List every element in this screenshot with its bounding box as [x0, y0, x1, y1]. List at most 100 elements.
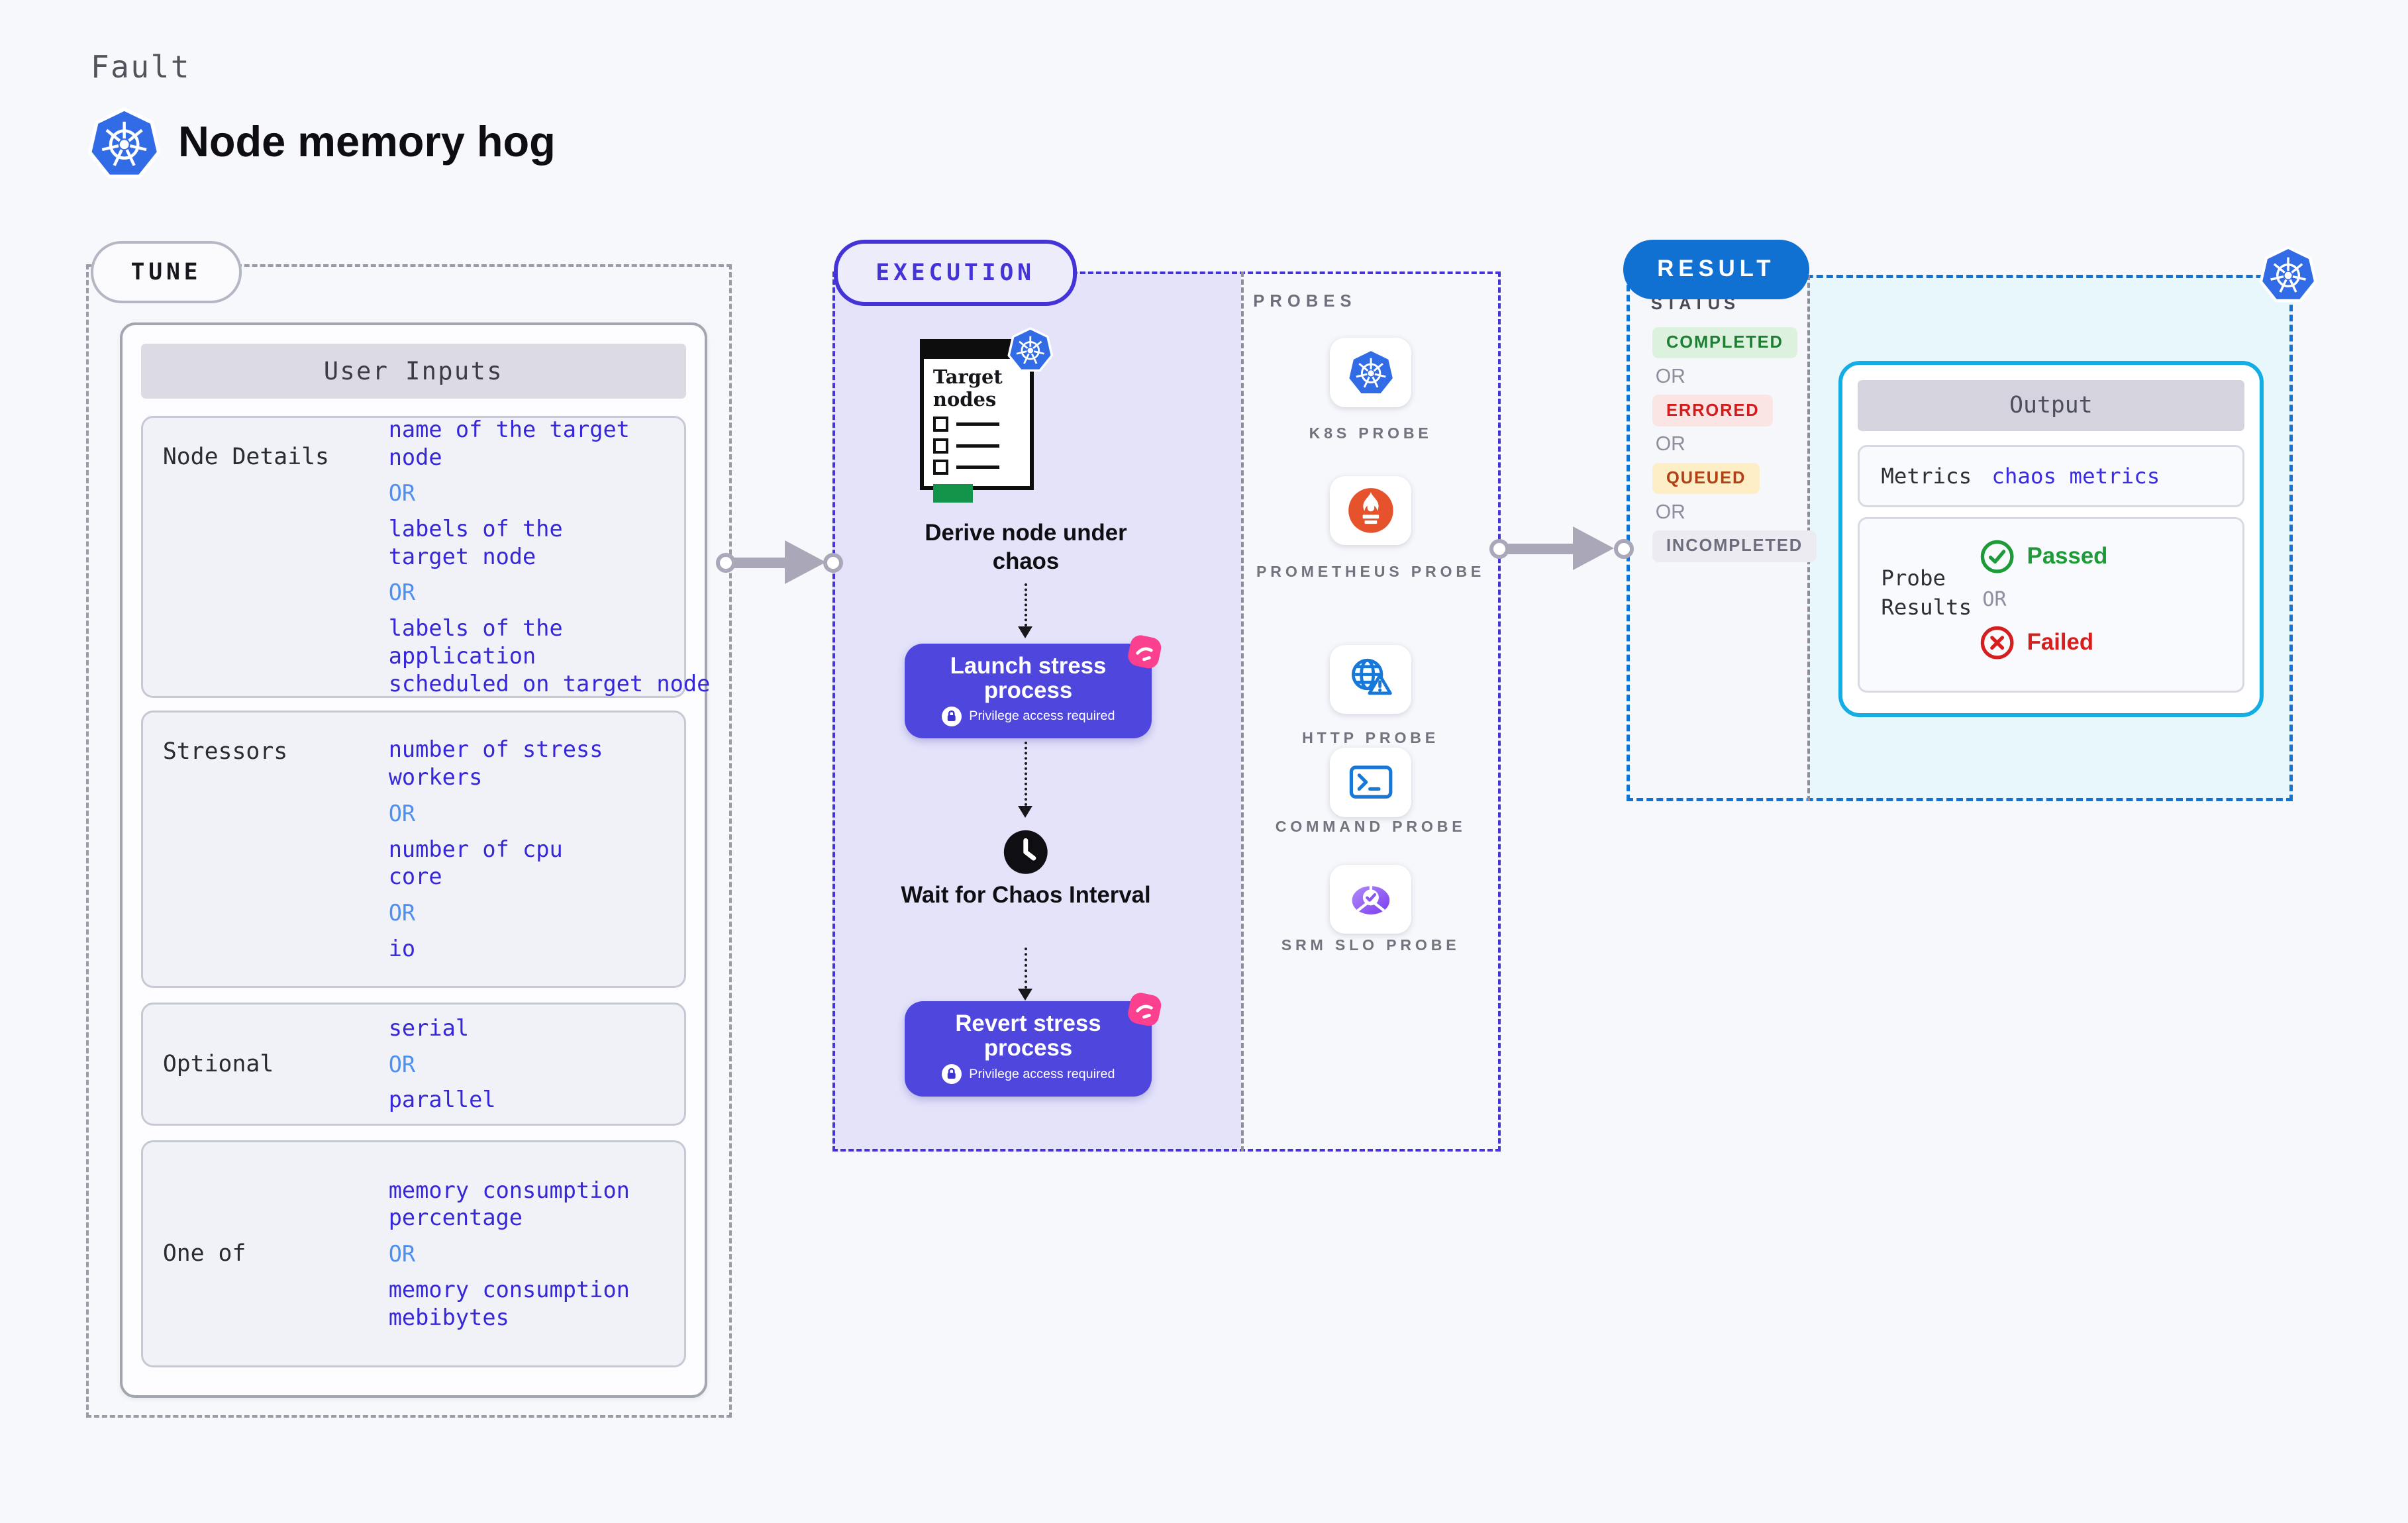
- probe-label: HTTP PROBE: [1302, 728, 1440, 746]
- arrow-head: [1018, 626, 1033, 638]
- node-list-item: [924, 411, 1030, 432]
- connector-dot: [715, 552, 736, 573]
- kubernetes-icon: [2259, 244, 2317, 304]
- status-badge-incompleted: INCOMPLETED: [1652, 530, 1817, 562]
- node-list-item: [924, 432, 1030, 454]
- input-option: memory consumption mebibytes: [388, 1276, 630, 1330]
- x-circle-icon: [1980, 625, 2015, 660]
- execution-section: [832, 271, 1501, 1152]
- input-option: number of stress workers: [388, 736, 603, 790]
- input-option: io: [388, 935, 416, 961]
- privilege-note: Privilege access required: [905, 1063, 1152, 1085]
- lock-icon: [941, 706, 962, 726]
- probe-label: K8S PROBE: [1309, 424, 1432, 442]
- input-option: name of the target node: [388, 416, 630, 470]
- input-option: labels of the target node: [388, 516, 563, 569]
- status-badge-queued: QUEUED: [1652, 462, 1760, 495]
- connector-dot: [1614, 538, 1634, 560]
- privilege-text: Privilege access required: [969, 709, 1115, 724]
- kubernetes-icon: [1346, 347, 1395, 398]
- derive-node-caption: Derive node under chaos: [925, 520, 1127, 575]
- privilege-note: Privilege access required: [905, 706, 1152, 726]
- or-label: OR: [388, 579, 416, 606]
- slo-gauge-icon: [1342, 871, 1399, 928]
- tune-badge: TUNE: [90, 241, 242, 303]
- probe-results-row: Probe Results Passed OR Failed: [1857, 516, 2244, 693]
- green-button-shape: [932, 484, 974, 503]
- probe-label: SRM SLO PROBE: [1281, 936, 1460, 954]
- window-titlebar: [924, 343, 1030, 359]
- lock-icon: [941, 1063, 962, 1085]
- output-title: Output: [1857, 380, 2244, 431]
- privilege-text: Privilege access required: [969, 1066, 1115, 1081]
- or-label: OR: [388, 480, 416, 507]
- chaos-logo-icon: [1124, 631, 1166, 673]
- clock-icon: [1003, 829, 1049, 875]
- failed-label: Failed: [2027, 629, 2094, 655]
- prometheus-icon: [1347, 487, 1395, 534]
- checkbox-icon: [932, 417, 949, 432]
- arrow-head: [1018, 989, 1033, 1001]
- terminal-icon: [1346, 758, 1395, 807]
- or-label: OR: [388, 800, 416, 826]
- input-row-label: Node Details: [162, 444, 329, 471]
- checkbox-icon: [932, 438, 949, 454]
- status-badge-completed: COMPLETED: [1652, 326, 1797, 359]
- output-card: Output Metrics chaos metrics Probe Resul…: [1838, 360, 2264, 717]
- probe-prometheus: [1330, 475, 1412, 546]
- dotted-connector: [1024, 742, 1027, 807]
- probe-results-label: Probe Results: [1881, 565, 1972, 620]
- step-label: Revert stress process: [955, 1011, 1101, 1061]
- list-line: [956, 466, 999, 469]
- probe-http: [1330, 644, 1412, 714]
- list-line: [956, 444, 999, 448]
- probe-command: [1330, 748, 1412, 817]
- metrics-value: chaos metrics: [1991, 463, 2160, 489]
- connector-dot: [1489, 538, 1510, 560]
- target-nodes-window: Target nodes: [920, 339, 1034, 503]
- or-label: OR: [1982, 587, 2007, 611]
- or-label: OR: [1655, 433, 1685, 456]
- arrow-head: [1018, 806, 1033, 818]
- http-globe-warning-icon: [1344, 654, 1397, 706]
- input-row-stressors: Stressors number of stress workers OR nu…: [140, 711, 686, 988]
- probe-label: PROMETHEUS PROBE: [1256, 563, 1485, 581]
- execution-badge: EXECUTION: [834, 239, 1077, 306]
- input-options: memory consumption percentage OR memory …: [389, 1142, 719, 1365]
- input-row-label: One of: [162, 1240, 246, 1267]
- node-list-item: [924, 454, 1030, 475]
- fault-eyebrow: Fault: [90, 49, 191, 85]
- tune-section: [85, 264, 732, 1418]
- input-option: labels of the application scheduled on t…: [388, 615, 711, 697]
- input-option: parallel: [388, 1087, 496, 1113]
- input-options: serial OR parallel: [389, 1005, 719, 1124]
- or-label: OR: [1655, 365, 1685, 387]
- input-row-one-of: One of memory consumption percentage OR …: [140, 1140, 686, 1367]
- or-label: OR: [388, 1051, 416, 1077]
- passed-label: Passed: [2027, 543, 2108, 569]
- result-badge: RESULT: [1623, 239, 1809, 300]
- check-circle-icon: [1980, 539, 2015, 574]
- revert-stress-step: Revert stress process Privilege access r…: [904, 1001, 1152, 1097]
- step-label: Launch stress process: [950, 653, 1107, 703]
- passed-line: Passed: [1980, 539, 2108, 574]
- dotted-connector: [1024, 583, 1027, 627]
- input-row-node-details: Node Details name of the target node OR …: [140, 415, 710, 698]
- result-section: [1626, 275, 2293, 802]
- metrics-row: Metrics chaos metrics: [1857, 444, 2244, 507]
- probe-results-values: Passed OR Failed: [1980, 539, 2108, 660]
- or-label: OR: [388, 1240, 416, 1267]
- list-line: [956, 422, 999, 426]
- input-options: name of the target node OR labels of the…: [388, 416, 719, 697]
- arrow-head: [784, 540, 826, 585]
- probes-title: PROBES: [1253, 291, 1357, 311]
- launch-stress-step: Launch stress process Privilege access r…: [904, 644, 1152, 739]
- or-label: OR: [1655, 501, 1685, 523]
- input-option: number of cpu core: [388, 836, 563, 890]
- kubernetes-icon: [87, 105, 161, 181]
- arrow-shaft: [1508, 543, 1574, 555]
- or-label: OR: [388, 899, 416, 926]
- execution-probes-divider: [1240, 271, 1244, 1152]
- status-badge-errored: ERRORED: [1652, 395, 1774, 426]
